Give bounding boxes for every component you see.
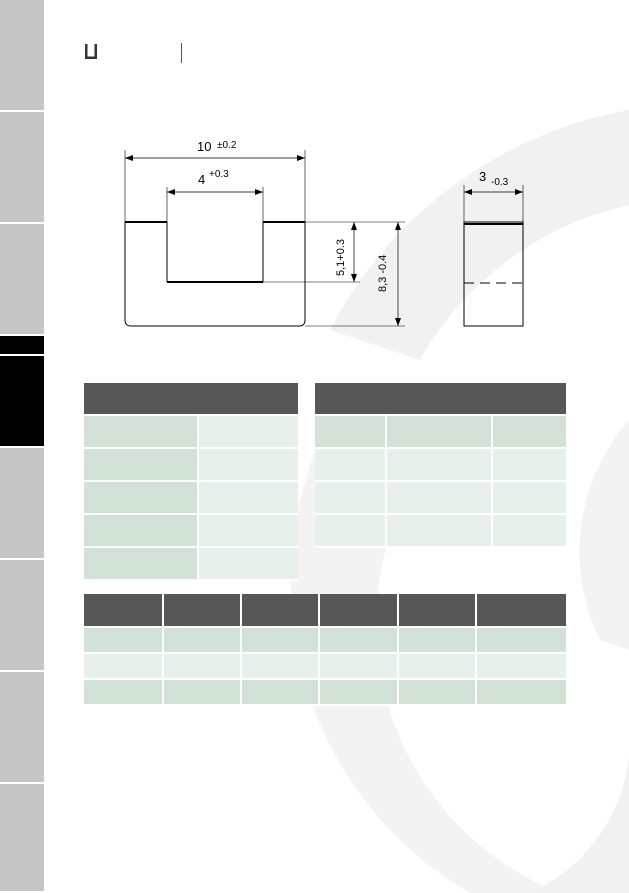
- table-cell: [315, 515, 387, 548]
- tab-divider: [0, 354, 44, 356]
- chapter-tab[interactable]: [0, 672, 44, 784]
- header-divider: [181, 43, 182, 63]
- table-cell: [164, 628, 242, 654]
- table-cell: [199, 416, 298, 449]
- dim-total-height: 8,3 -0.4: [377, 255, 389, 292]
- table-cell: [399, 680, 477, 706]
- table-header: [164, 594, 242, 628]
- table-cell: [315, 416, 387, 449]
- table-cell: [387, 416, 493, 449]
- table-cell: [199, 482, 298, 515]
- table-cell: [493, 416, 566, 449]
- table-cell: [493, 449, 566, 482]
- table-cell: [399, 628, 477, 654]
- table-cell: [84, 416, 199, 449]
- table-cell: [164, 680, 242, 706]
- table-cell: [387, 482, 493, 515]
- table-cell: [320, 654, 399, 680]
- table-cell: [84, 654, 164, 680]
- table-header: [84, 383, 298, 416]
- table-cell: [477, 654, 566, 680]
- table-header: [242, 594, 320, 628]
- chapter-tab[interactable]: [0, 448, 44, 560]
- dim-width-value: 10: [197, 139, 211, 154]
- chapter-tabs: [0, 0, 44, 893]
- table-cell: [315, 449, 387, 482]
- chapter-tab[interactable]: [0, 560, 44, 672]
- table-cell: [399, 654, 477, 680]
- table-cell: [320, 680, 399, 706]
- table-cell: [84, 548, 199, 581]
- dim-depth-value: 3: [479, 169, 486, 184]
- table-header: [399, 594, 477, 628]
- table-cell: [242, 628, 320, 654]
- table-cell: [199, 548, 298, 581]
- table-cell: [242, 680, 320, 706]
- table-cell: [84, 515, 199, 548]
- table-header: [315, 383, 566, 416]
- table-cell: [477, 680, 566, 706]
- spec-table-bottom: [84, 594, 566, 706]
- chapter-tab[interactable]: [0, 112, 44, 224]
- table-cell: [164, 654, 242, 680]
- table-cell: [199, 449, 298, 482]
- table-cell: [477, 628, 566, 654]
- table-header: [320, 594, 399, 628]
- table-cell: [493, 515, 566, 548]
- dim-depth-tolerance: -0.3: [491, 177, 509, 188]
- table-cell: [242, 654, 320, 680]
- table-cell: [199, 515, 298, 548]
- dim-opening-value: 4: [198, 172, 205, 187]
- spec-table-right: [315, 383, 566, 548]
- table-cell: [84, 628, 164, 654]
- table-cell: [387, 515, 493, 548]
- core-outline: [124, 222, 306, 327]
- brand-logo-icon: [85, 44, 97, 59]
- table-cell: [84, 680, 164, 706]
- table-cell: [84, 449, 199, 482]
- spec-table-left: [84, 383, 298, 581]
- dim-slot-height: 5,1+0.3: [335, 239, 347, 276]
- table-header: [84, 594, 164, 628]
- table-cell: [387, 449, 493, 482]
- table-cell: [320, 628, 399, 654]
- chapter-tab[interactable]: [0, 784, 44, 893]
- table-header: [477, 594, 566, 628]
- chapter-tab[interactable]: [0, 0, 44, 112]
- dim-width-tolerance: ±0.2: [217, 140, 237, 151]
- chapter-tab[interactable]: [0, 224, 44, 336]
- table-cell: [493, 482, 566, 515]
- table-cell: [84, 482, 199, 515]
- dim-opening-tolerance: +0.3: [209, 169, 229, 180]
- table-cell: [315, 482, 387, 515]
